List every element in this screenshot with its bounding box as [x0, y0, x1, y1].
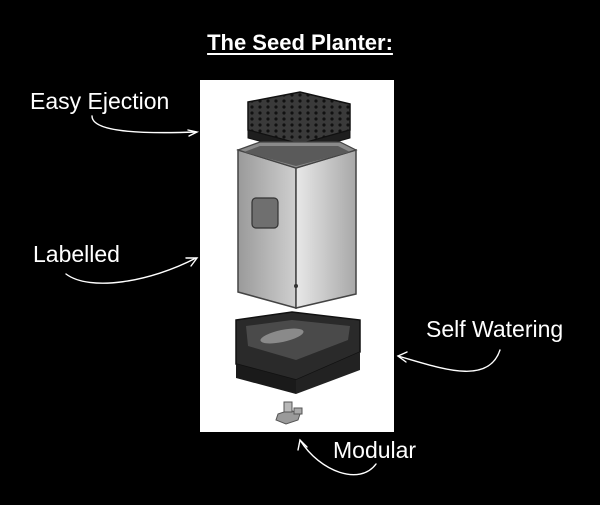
product-illustration-panel	[200, 80, 394, 432]
diagram-title: The Seed Planter:	[207, 30, 393, 55]
callout-labelled: Labelled	[33, 241, 120, 267]
callout-modular: Modular	[333, 437, 417, 463]
arrow-easy-ejection	[91, 115, 197, 134]
callout-easy-ejection: Easy Ejection	[30, 88, 170, 114]
arrow-labelled	[65, 257, 197, 284]
arrow-modular	[299, 439, 377, 476]
arrow-self-watering	[397, 349, 501, 372]
water-reservoir-base	[235, 311, 361, 394]
planter-body	[236, 141, 358, 309]
seed-planter-render	[235, 91, 361, 425]
modular-connector	[275, 401, 303, 425]
callout-self-watering: Self Watering	[426, 316, 564, 342]
label-window	[251, 197, 279, 229]
